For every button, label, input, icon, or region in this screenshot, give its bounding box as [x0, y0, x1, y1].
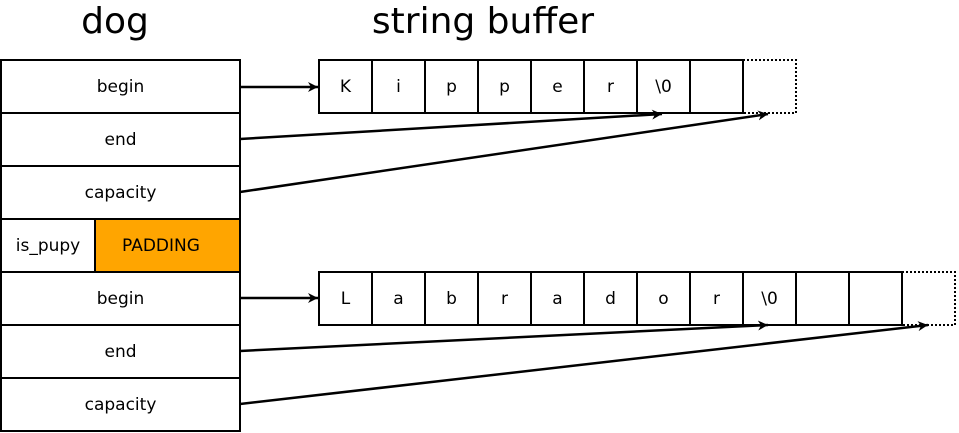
- buffer-1: K i p p e r \0: [318, 59, 797, 114]
- field-begin-1-label: begin: [97, 77, 145, 97]
- buffer-2-cell: [848, 271, 903, 326]
- buffer-2-cell: [583, 271, 638, 326]
- field-end-1-box: [0, 112, 241, 167]
- buffer-2-char: b: [446, 289, 457, 309]
- field-begin-2-box: [0, 271, 241, 326]
- dog-struct: begin end capacity is_pupy PADDING begin…: [0, 59, 241, 432]
- buffer-1-char: p: [446, 77, 457, 97]
- buffer-2-cell: [530, 271, 585, 326]
- buffer-1-cell: [583, 59, 638, 114]
- field-begin-2-label: begin: [97, 289, 145, 309]
- buffer-2-char: L: [341, 289, 351, 309]
- buffer-1-cell: [477, 59, 532, 114]
- buffer-1-char: i: [396, 77, 401, 97]
- buffer-2-cell: [477, 271, 532, 326]
- capacity-1-arrow: [239, 110, 769, 194]
- buffer-1-cell: [318, 59, 373, 114]
- buffer-2-capacity-end-box: [902, 271, 956, 326]
- buffer-2-cell: [636, 271, 691, 326]
- field-capacity-2-label: capacity: [85, 395, 157, 415]
- buffer-2-char: d: [605, 289, 616, 309]
- buffer-1-cell: [530, 59, 585, 114]
- buffer-2-char: a: [552, 289, 562, 309]
- buffer-1-char: r: [607, 77, 614, 97]
- buffer-1-char: K: [340, 77, 352, 97]
- buffer-2-cell: [689, 271, 744, 326]
- buffer-1-cell: [689, 59, 744, 114]
- buffer-1-char: \0: [655, 77, 672, 97]
- field-end-1-label: end: [104, 130, 136, 150]
- buffer-2-cell: [795, 271, 850, 326]
- field-capacity-1-label: capacity: [85, 183, 157, 203]
- buffer-1-capacity-end-box: [743, 59, 797, 114]
- buffer-2-char: r: [713, 289, 720, 309]
- field-end-2-label: end: [104, 342, 136, 362]
- buffer-2-char: r: [501, 289, 508, 309]
- buffer-2-cell: [371, 271, 426, 326]
- buffer-1-cell: [371, 59, 426, 114]
- buffer-2-char: \0: [761, 289, 778, 309]
- field-is-pupy-label: is_pupy: [16, 236, 81, 256]
- buffer-2-char: o: [658, 289, 668, 309]
- buffer-2: L a b r a d o r \0: [318, 271, 956, 326]
- field-padding-label: PADDING: [122, 236, 200, 256]
- end-2-arrow: [239, 320, 769, 353]
- buffer-1-char: p: [499, 77, 510, 97]
- buffer-2-cell: [318, 271, 373, 326]
- buffer-2-char: a: [393, 289, 403, 309]
- field-capacity-2-box: [0, 377, 241, 432]
- pointer-arrows: [239, 82, 929, 406]
- capacity-2-arrow: [239, 321, 929, 406]
- field-begin-1-box: [0, 59, 241, 114]
- string-buffer-title: string buffer: [372, 1, 594, 42]
- dog-title: dog: [81, 1, 149, 42]
- end-1-arrow: [239, 109, 663, 141]
- buffer-1-char: e: [552, 77, 562, 97]
